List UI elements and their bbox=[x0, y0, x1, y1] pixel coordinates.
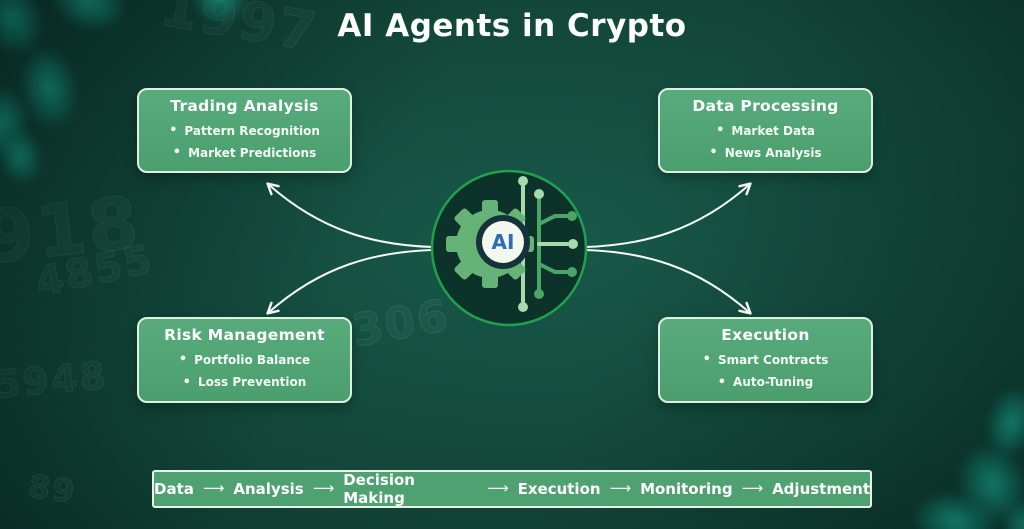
node-risk-management: Risk Management Portfolio Balance Loss P… bbox=[137, 317, 352, 403]
bullet-item: Smart Contracts bbox=[703, 349, 828, 371]
bullet-item: Loss Prevention bbox=[183, 372, 306, 394]
connector-to-execution bbox=[585, 249, 752, 315]
connector-to-risk-management bbox=[266, 249, 433, 315]
ai-badge bbox=[482, 221, 524, 263]
bullet-item: Market Data bbox=[716, 120, 815, 142]
node-title: Trading Analysis bbox=[170, 96, 319, 115]
ai-label: AI bbox=[492, 230, 515, 254]
bullet-item: Pattern Recognition bbox=[169, 120, 319, 142]
page-title: AI Agents in Crypto bbox=[337, 8, 687, 44]
bullet-item: Auto-Tuning bbox=[718, 372, 813, 394]
arrow-right-icon: ⟶ bbox=[609, 479, 632, 497]
pipeline-step: Monitoring bbox=[640, 480, 733, 498]
connector-to-data-processing bbox=[585, 182, 752, 248]
node-title: Execution bbox=[721, 326, 810, 345]
pipeline-step: Analysis bbox=[233, 480, 304, 498]
pipeline-step: Decision Making bbox=[343, 471, 415, 507]
bullet-item: News Analysis bbox=[709, 142, 822, 164]
pipeline-step: Adjustment bbox=[772, 480, 870, 498]
arrow-right-icon: ⟶ bbox=[202, 479, 225, 497]
pipeline-step: Data bbox=[154, 480, 194, 498]
node-data-processing: Data Processing Market Data News Analysi… bbox=[658, 88, 873, 173]
arrow-right-icon: ⟶ bbox=[487, 479, 509, 497]
node-execution: Execution Smart Contracts Auto-Tuning bbox=[658, 317, 873, 403]
arrow-right-icon: ⟶ bbox=[741, 479, 764, 497]
arrow-right-icon: ⟶ bbox=[312, 479, 335, 497]
node-title: Data Processing bbox=[692, 96, 839, 115]
connector-to-trading-analysis bbox=[266, 182, 433, 248]
node-title: Risk Management bbox=[164, 326, 325, 345]
bullet-item: Market Predictions bbox=[173, 142, 316, 164]
ai-core-icon: AI bbox=[430, 169, 588, 327]
pipeline-step: Execution bbox=[517, 480, 601, 498]
pipeline-bar: Data ⟶ Analysis ⟶ Decision Making ⟶ Exec… bbox=[152, 470, 872, 508]
node-trading-analysis: Trading Analysis Pattern Recognition Mar… bbox=[137, 88, 352, 173]
bullet-item: Portfolio Balance bbox=[179, 349, 310, 371]
